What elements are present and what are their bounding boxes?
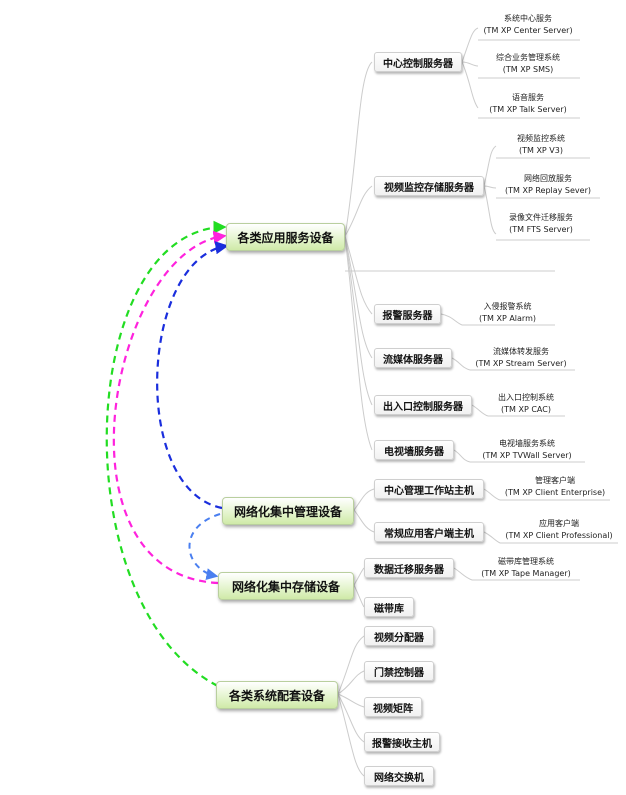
service-talk: 语音服务(TM XP Talk Server)	[489, 93, 567, 114]
service-fts: 录像文件迁移服务(TM FTS Server)	[509, 213, 573, 234]
video-distributor: 视频分配器	[364, 626, 434, 646]
server-data-migration: 数据迁移服务器	[364, 558, 454, 578]
service-v3: 视频监控系统(TM XP V3)	[517, 134, 565, 155]
server-alarm: 报警服务器	[374, 304, 441, 324]
video-matrix: 视频矩阵	[364, 697, 422, 717]
host-management-workstation: 中心管理工作站主机	[374, 479, 484, 499]
node-application-servers: 各类应用服务设备	[226, 223, 345, 251]
service-replay: 网络回放服务(TM XP Replay Sever)	[505, 174, 591, 195]
node-support-equipment: 各类系统配套设备	[216, 681, 338, 709]
magenta-dashed-arrow	[112, 230, 227, 585]
tree-connectors	[337, 27, 618, 777]
tape-library: 磁带库	[364, 597, 414, 617]
door-controller: 门禁控制器	[364, 661, 434, 681]
service-cac: 出入口控制系统(TM XP CAC)	[498, 393, 554, 414]
service-stream: 流媒体转发服务(TM XP Stream Server)	[475, 347, 567, 368]
service-client-professional: 应用客户端(TM XP Client Professional)	[505, 519, 613, 540]
service-alarm: 入侵报警系统(TM XP Alarm)	[479, 302, 536, 323]
service-tvwall: 电视墙服务系统(TM XP TVWall Server)	[482, 439, 572, 460]
blue-dashed-arrow	[156, 241, 229, 510]
server-streaming: 流媒体服务器	[374, 348, 452, 368]
service-client-enterprise: 管理客户端(TM XP Client Enterprise)	[504, 476, 606, 497]
alarm-receiver: 报警接收主机	[364, 732, 440, 752]
server-center-control: 中心控制服务器	[374, 52, 462, 72]
node-network-management: 网络化集中管理设备	[222, 497, 354, 525]
server-access-control: 出入口控制服务器	[374, 395, 472, 415]
host-client: 常规应用客户端主机	[374, 522, 484, 542]
service-tape-manager: 磁带库管理系统(TM XP Tape Manager)	[481, 557, 571, 578]
server-video-storage: 视频监控存储服务器	[374, 176, 484, 196]
service-center-server: 系统中心服务(TM XP Center Server)	[483, 14, 573, 35]
service-sms: 综合业务管理系统(TM XP SMS)	[496, 53, 560, 74]
node-network-storage: 网络化集中存储设备	[218, 572, 354, 600]
server-tvwall: 电视墙服务器	[374, 440, 454, 460]
green-dashed-arrow	[105, 220, 241, 697]
lightblue-dashed-arrow	[188, 513, 221, 581]
network-switch: 网络交换机	[364, 766, 434, 786]
